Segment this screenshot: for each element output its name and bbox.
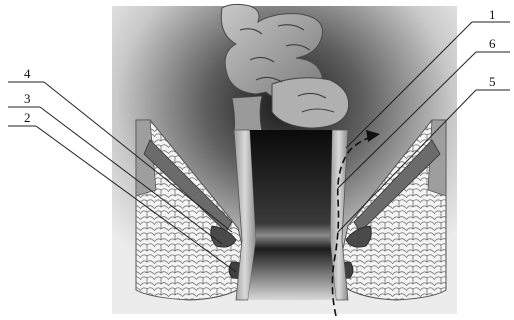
callout-3: 3 — [24, 91, 31, 106]
callout-6: 6 — [489, 36, 496, 51]
callout-4: 4 — [24, 66, 31, 81]
callout-2: 2 — [24, 110, 31, 125]
rectal-lumen — [248, 130, 336, 300]
callout-5: 5 — [489, 74, 496, 89]
callout-1: 1 — [489, 7, 496, 22]
